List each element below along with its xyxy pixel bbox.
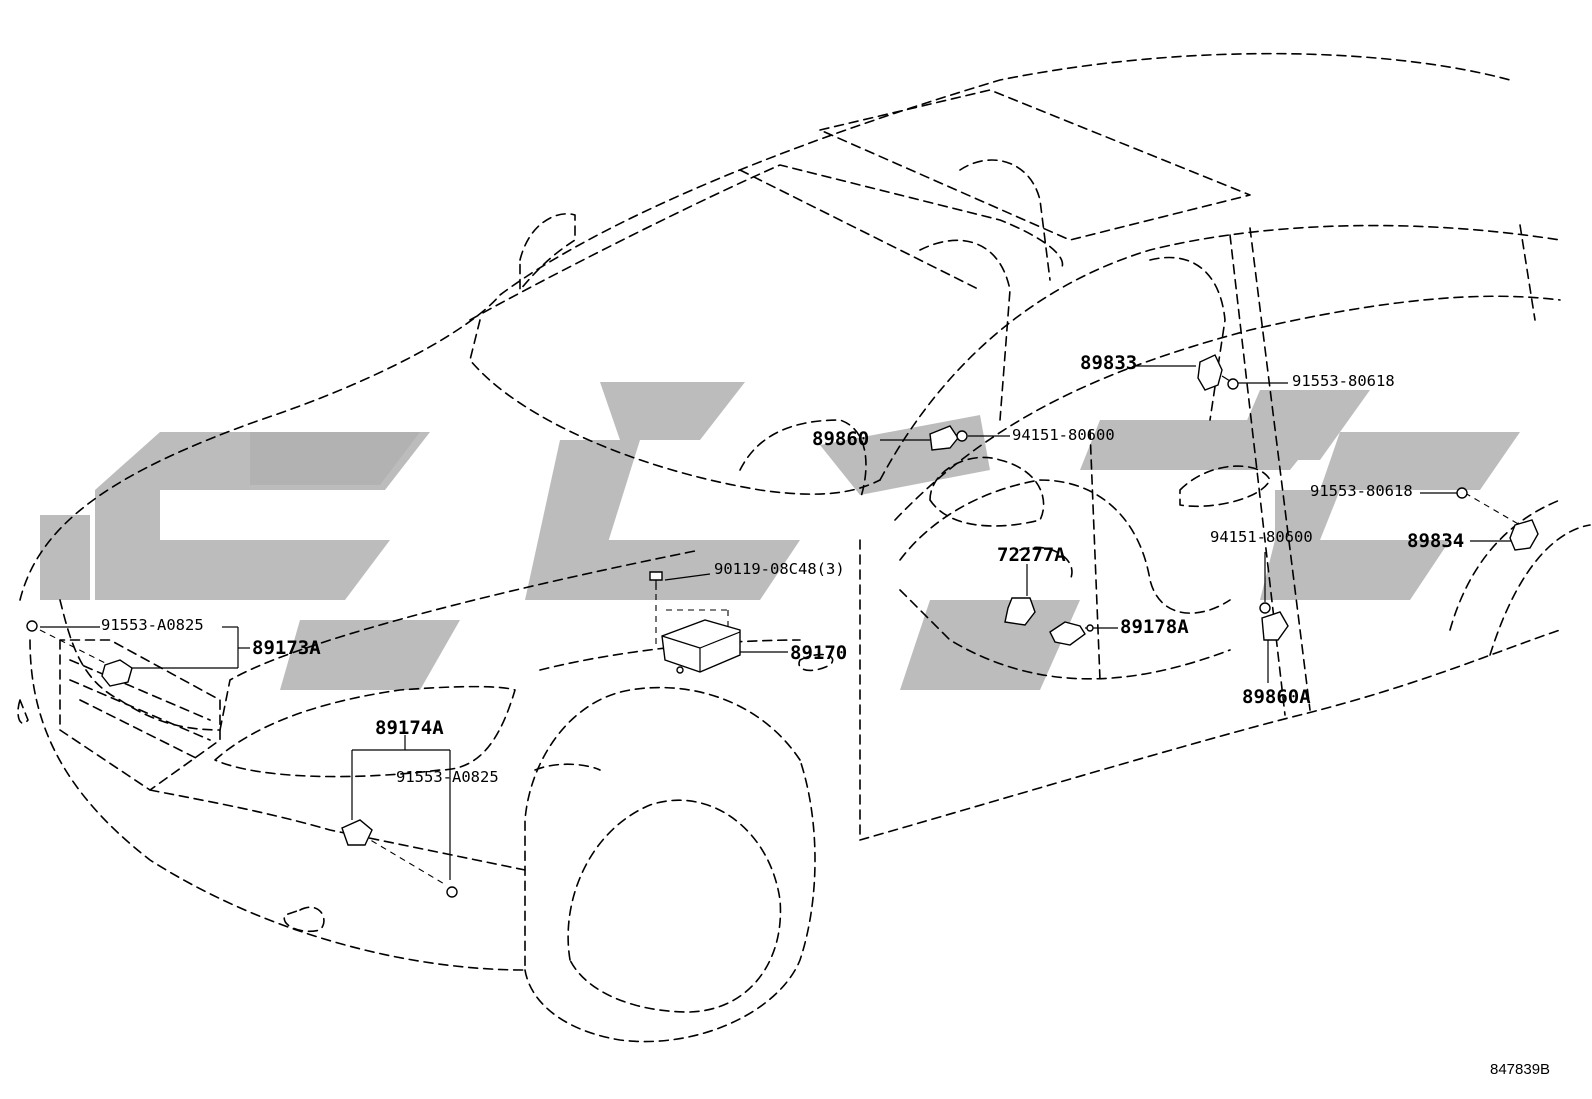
bracket-72277a — [1004, 597, 1036, 626]
screw-91553-80618-a — [1221, 375, 1239, 390]
airbag-module-89170 — [661, 619, 741, 674]
sensor-89178a — [1049, 621, 1094, 646]
sensor-89860 — [929, 425, 959, 451]
label-89170: 89170 — [790, 642, 848, 664]
label-89860: 89860 — [812, 428, 870, 450]
label-91553-80618-b: 91553-80618 — [1310, 482, 1413, 500]
nut-94151-80600-b — [1259, 602, 1271, 614]
label-90119-08c48: 90119-08C48(3) — [714, 560, 845, 578]
sensor-89833 — [1197, 354, 1223, 391]
label-89833: 89833 — [1080, 352, 1138, 374]
sensor-89173a — [101, 659, 133, 687]
label-89174a: 89174A — [375, 717, 444, 739]
sensor-89860a — [1261, 611, 1289, 641]
label-89834: 89834 — [1407, 530, 1465, 552]
label-89178a: 89178A — [1120, 616, 1189, 638]
sensor-89174a — [341, 819, 373, 846]
label-94151-80600-a: 94151-80600 — [1012, 426, 1115, 444]
sensor-89834 — [1509, 519, 1539, 551]
label-89860a: 89860A — [1242, 686, 1311, 708]
screw-91553-80618-b — [1456, 487, 1468, 499]
watermark — [40, 382, 1520, 690]
label-72277a: 72277A — [997, 544, 1066, 566]
label-89173a: 89173A — [252, 637, 321, 659]
leader-lines — [39, 365, 1521, 886]
bolt-90119 — [649, 571, 663, 590]
label-91553-a0825-a: 91553-A0825 — [101, 616, 204, 634]
car-body — [17, 52, 1591, 1043]
nut-94151-80600-a — [956, 430, 968, 442]
label-91553-80618-a: 91553-80618 — [1292, 372, 1395, 390]
label-94151-80600-b: 94151-80600 — [1210, 528, 1313, 546]
diagram-code: 847839B — [1490, 1061, 1551, 1078]
label-91553-a0825-b: 91553-A0825 — [396, 768, 499, 786]
screw-91553-a0825-a — [26, 620, 38, 632]
screw-91553-a0825-b — [446, 886, 458, 898]
parts — [26, 354, 1539, 898]
